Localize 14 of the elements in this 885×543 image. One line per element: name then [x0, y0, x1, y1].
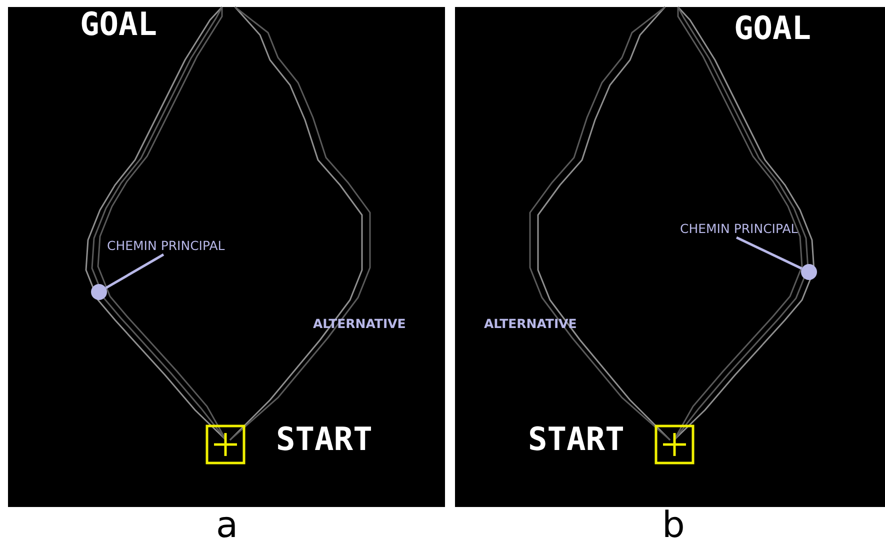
image-panel: [8, 7, 445, 507]
path-point-marker: [91, 284, 107, 300]
goal-label: GOAL: [80, 8, 158, 40]
goal-label: GOAL: [734, 12, 812, 44]
panel-caption: b: [662, 508, 685, 543]
leader-line: [105, 253, 164, 290]
path-point-marker: [801, 264, 817, 280]
panel-caption: a: [216, 508, 238, 543]
leader-line: [736, 236, 802, 270]
callout-label: CHEMIN PRINCIPAL: [680, 223, 798, 236]
image-panel: [455, 7, 885, 507]
callout-label: CHEMIN PRINCIPAL: [107, 240, 225, 252]
start-label: START: [528, 423, 624, 455]
start-label: START: [276, 423, 372, 455]
